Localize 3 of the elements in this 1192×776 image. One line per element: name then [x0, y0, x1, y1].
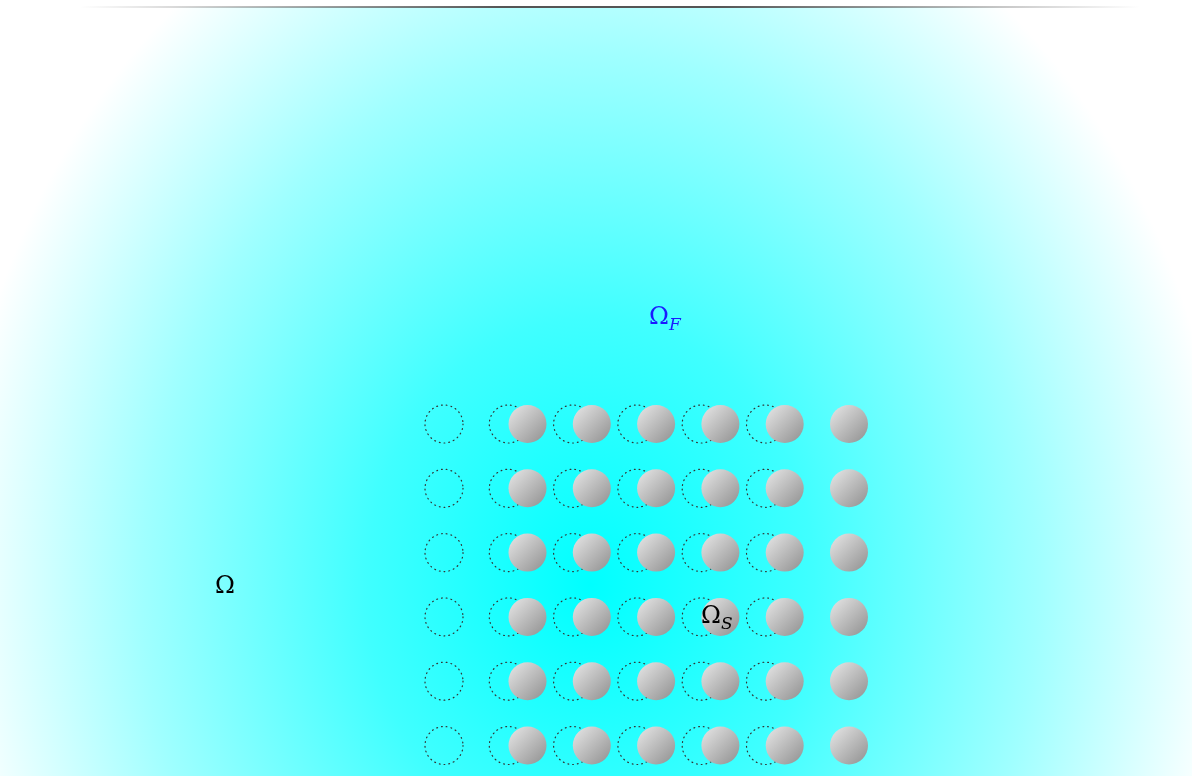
solid-domain-label: Ω$_{S}$ [701, 603, 733, 632]
fluid-domain-label: Ω$_{F}$ [649, 304, 681, 333]
domain-label: Ω [215, 573, 235, 597]
